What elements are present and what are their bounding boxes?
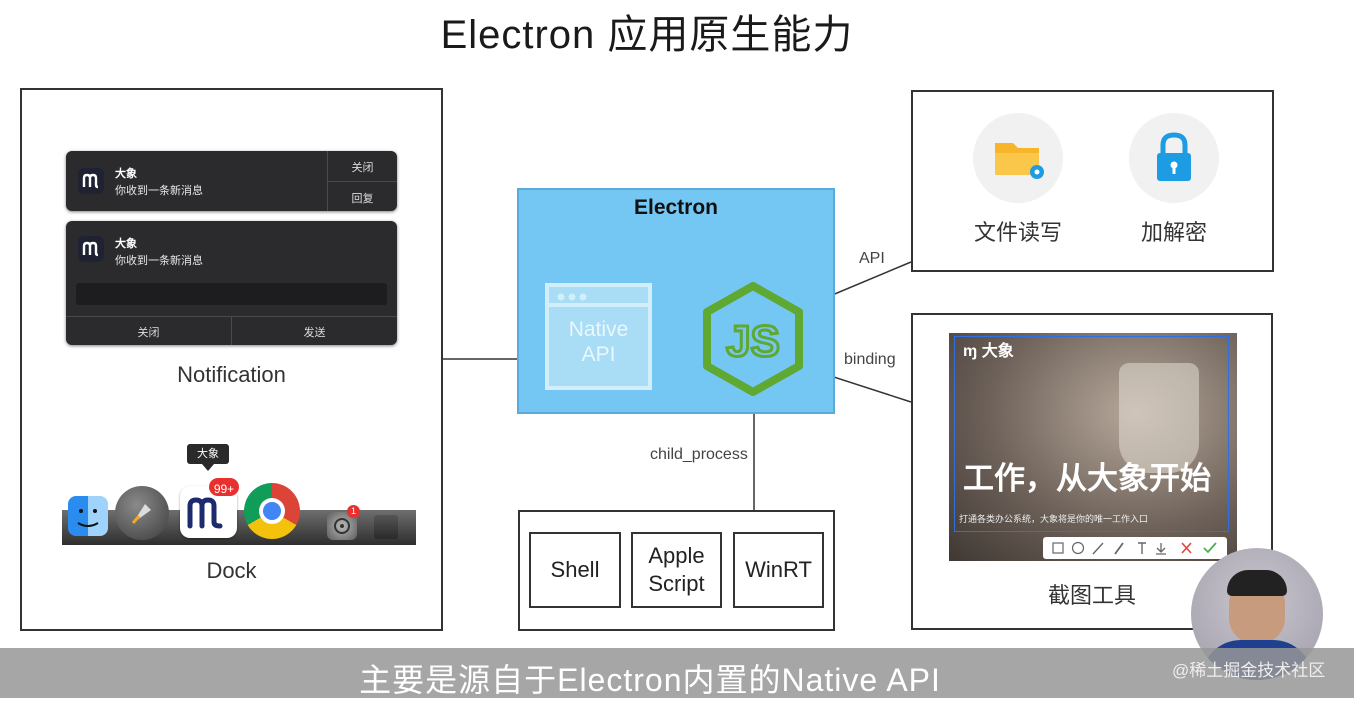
crypto-label: 加解密 (1140, 220, 1207, 245)
cancel-icon (1181, 542, 1192, 554)
reply-input[interactable] (76, 283, 387, 305)
notification-sender: 大象 (115, 168, 137, 180)
file-rw-label: 文件读写 (973, 220, 1062, 245)
screenshot-toolbar (1043, 537, 1227, 559)
api-edge-label: API (859, 250, 885, 267)
daxiang-app-icon (78, 168, 104, 194)
shell-box: Shell (529, 532, 621, 608)
finder-icon[interactable] (68, 496, 108, 536)
screenshot-brand-name: 大象 (981, 343, 1014, 360)
trash-icon[interactable] (374, 515, 398, 539)
launchpad-icon[interactable] (115, 486, 169, 540)
lock-icon (1157, 132, 1191, 181)
file-icon-circle (973, 113, 1063, 203)
native-api-label-line2: API (581, 343, 616, 366)
chrome-icon[interactable] (244, 483, 300, 539)
unread-badge: 99+ (207, 476, 241, 498)
applescript-label-line2: Script (648, 571, 705, 596)
native-api-window: Native API (545, 283, 652, 390)
dock-tooltip: 大象 (187, 444, 229, 464)
shell-label: Shell (550, 557, 600, 582)
subtitle-bar (0, 648, 1354, 698)
notification-message: 你收到一条新消息 (115, 185, 203, 197)
applescript-box: Apple Script (631, 532, 722, 608)
close-button[interactable]: 关闭 (351, 162, 374, 174)
screenshot-brand: ɱ 大象 (963, 337, 1014, 361)
notification-card[interactable]: 大象 你收到一条新消息 关闭 回复 (66, 151, 397, 211)
binding-edge-label: binding (844, 351, 896, 368)
page-title: Electron 应用原生能力 (440, 13, 854, 57)
screenshot-preview: ɱ 大象 工作，从大象开始 打通各类办公系统，大象将是你的唯一工作入口 (949, 333, 1237, 561)
native-api-label-line1: Native (568, 318, 629, 341)
lock-icon-circle (1129, 113, 1219, 203)
selection-rectangle[interactable] (954, 336, 1229, 532)
rect-tool-icon (1052, 542, 1064, 554)
nodejs-logo-icon: JS (703, 282, 803, 396)
native-features-panel (911, 90, 1274, 272)
winrt-label: WinRT (745, 557, 812, 582)
arrow-tool-icon (1092, 542, 1104, 555)
confirm-icon (1203, 542, 1217, 554)
settings-badge: 1 (347, 505, 360, 518)
brand-logo-icon: ɱ (963, 343, 978, 360)
child-process-edge-label: child_process (650, 446, 748, 463)
screenshot-tool-caption: 截图工具 (1047, 583, 1136, 608)
nodejs-logo-text: JS (726, 317, 780, 366)
notification-message: 你收到一条新消息 (115, 255, 203, 267)
daxiang-app-icon (78, 236, 104, 262)
screenshot-tagline: 打通各类办公系统，大象将是你的唯一工作入口 (959, 514, 1149, 524)
subtitle-text: 主要是源自于Electron内置的Native API (359, 662, 941, 698)
notification-card-with-input[interactable]: 大象 你收到一条新消息 关闭 发送 (66, 221, 397, 345)
reply-button[interactable]: 回复 (351, 193, 374, 205)
dock-caption: Dock (206, 558, 257, 583)
circle-tool-icon (1071, 541, 1085, 555)
text-tool-icon (1138, 542, 1146, 554)
send-button[interactable]: 发送 (303, 327, 326, 339)
watermark: @稀土掘金技术社区 (1172, 661, 1326, 680)
notification-caption: Notification (177, 362, 286, 387)
download-icon (1156, 543, 1166, 555)
notification-sender: 大象 (115, 238, 137, 250)
close-button[interactable]: 关闭 (137, 327, 160, 339)
pen-tool-icon (1114, 542, 1124, 555)
screenshot-headline: 工作，从大象开始 (963, 461, 1211, 496)
electron-title: Electron (633, 196, 719, 219)
folder-gear-icon (995, 143, 1044, 179)
winrt-box: WinRT (733, 532, 824, 608)
tooltip-arrow (202, 464, 214, 471)
child-process-panel (518, 510, 835, 631)
applescript-label-line1: Apple (648, 543, 705, 568)
